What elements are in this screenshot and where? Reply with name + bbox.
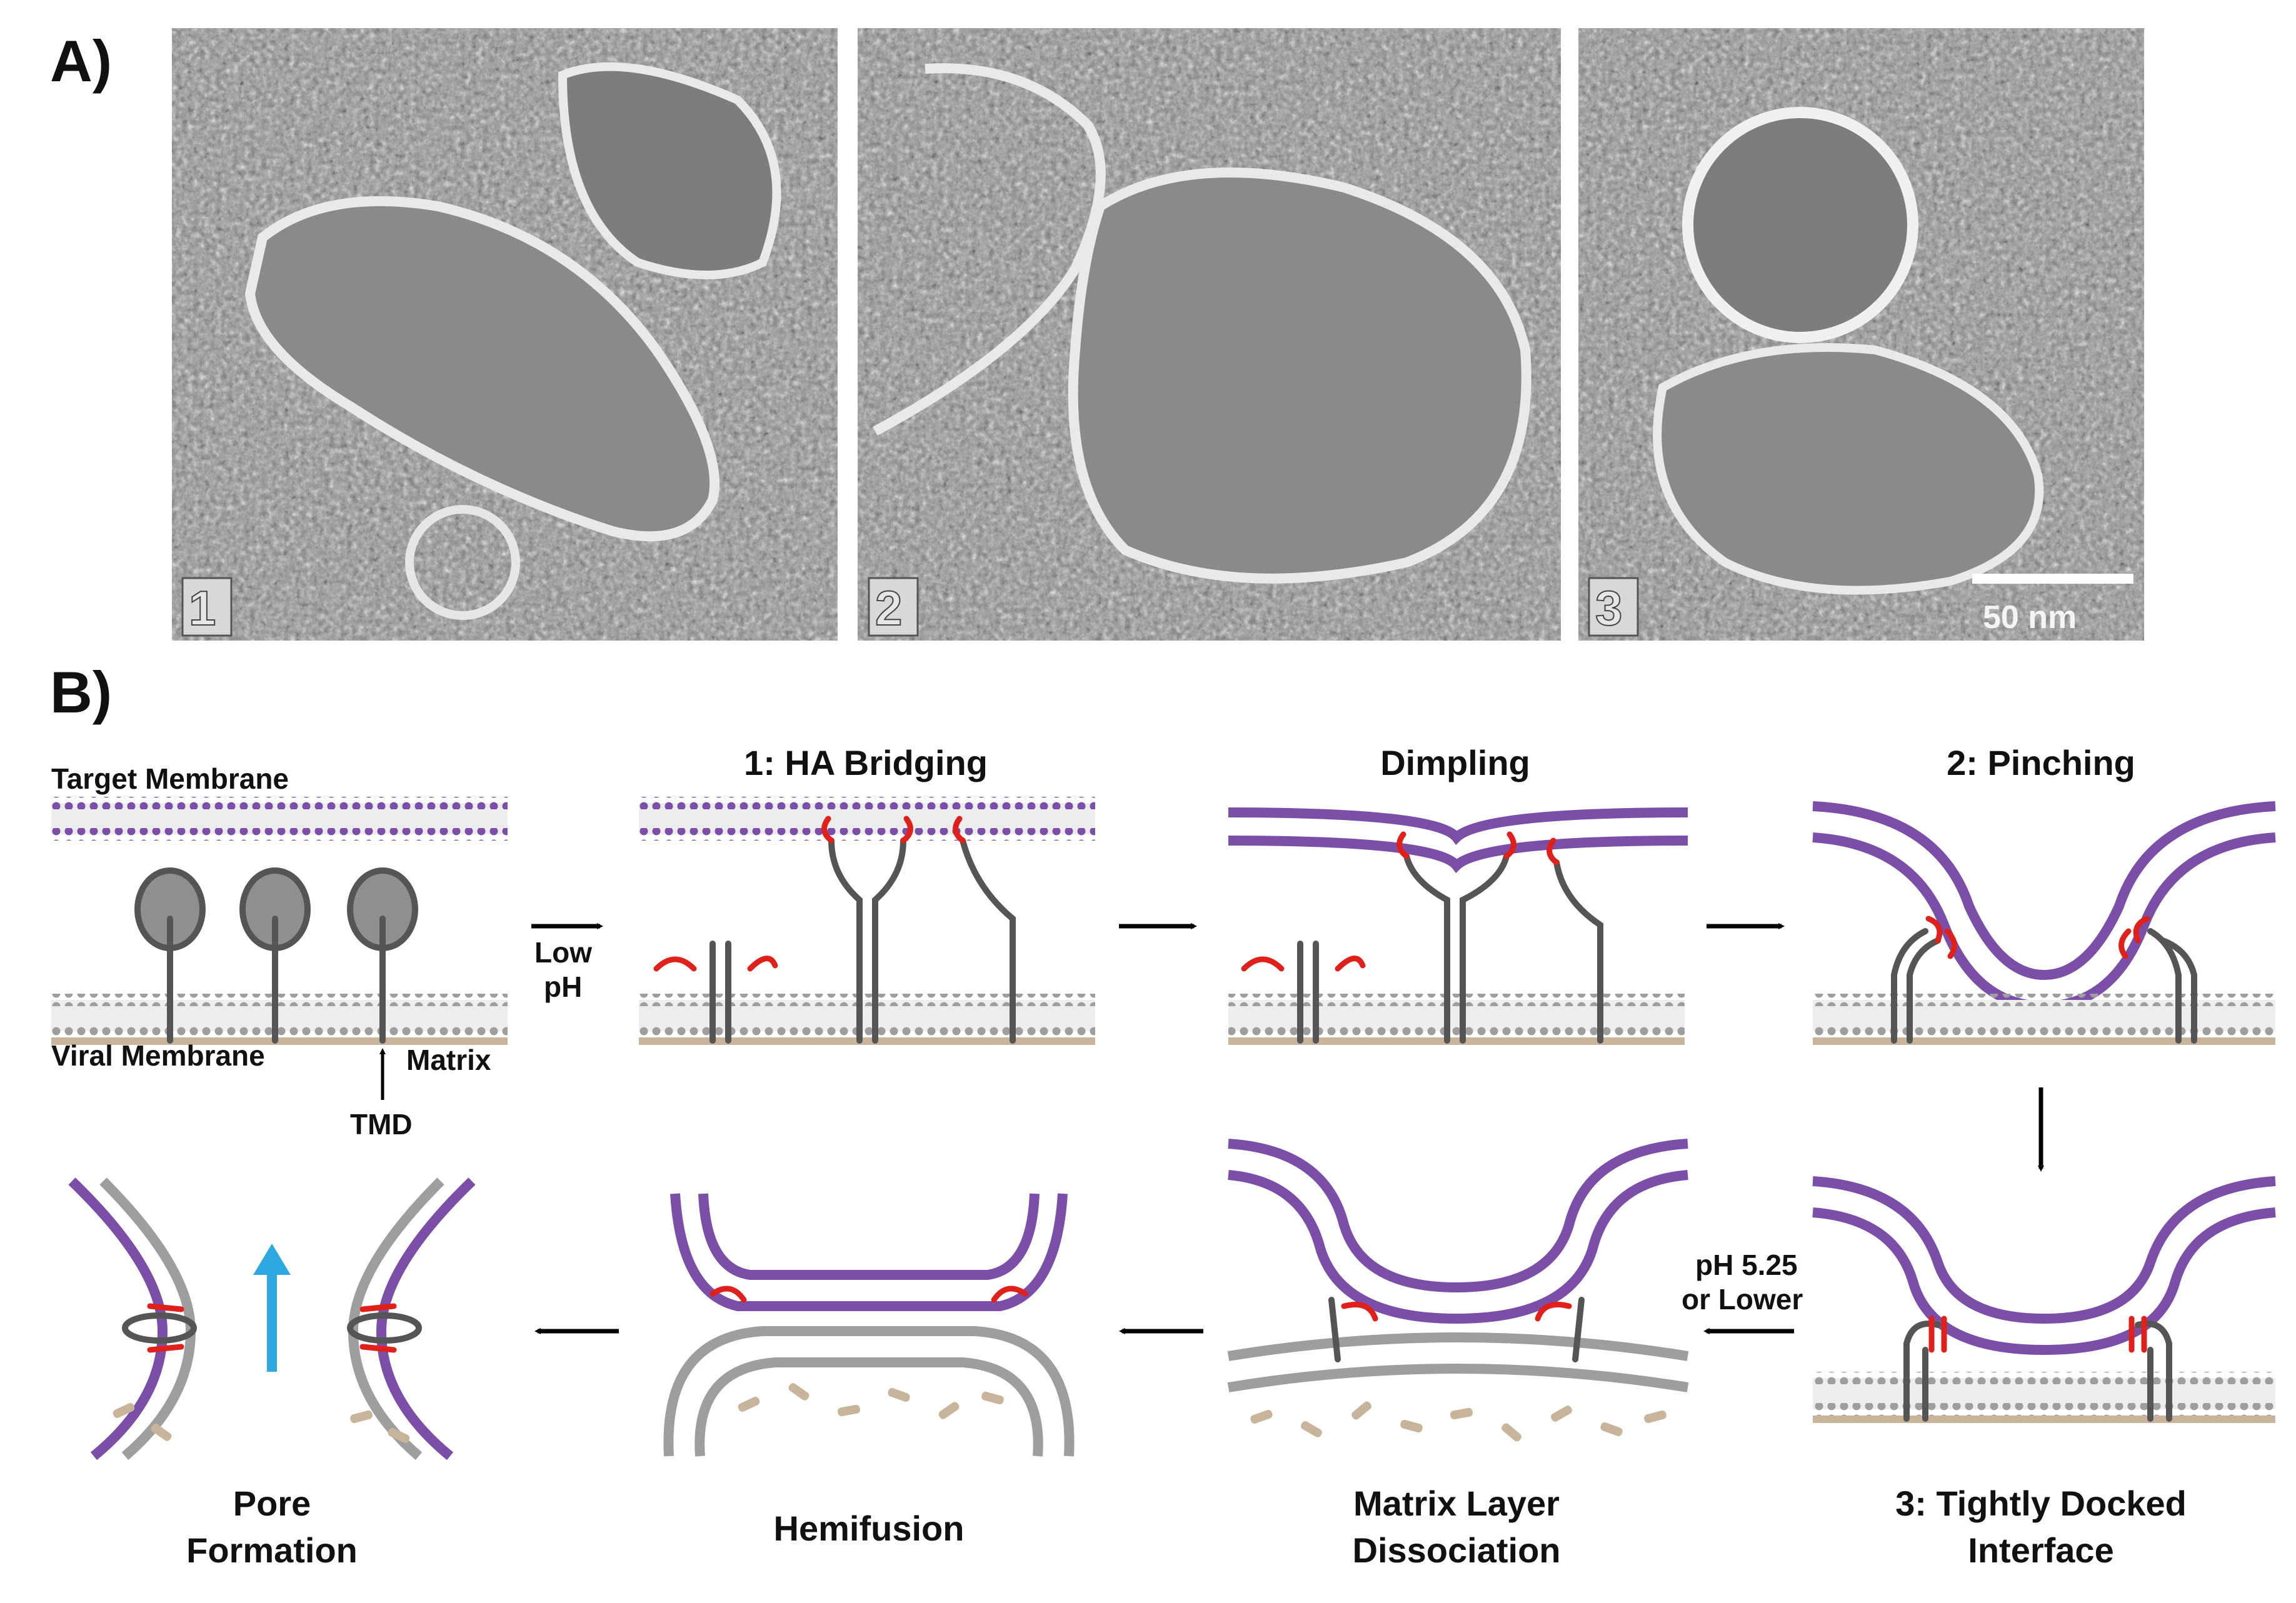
target-membrane	[1228, 807, 1688, 846]
scale-bar	[1972, 574, 2133, 584]
scale-bar-label: 50 nm	[1983, 599, 2077, 636]
stage-legend: Target Membrane Viral Membrane Matrix TM…	[51, 762, 508, 1141]
stage-matrix-dissociation: Matrix Layer Dissociation	[1227, 1139, 1689, 1570]
matrix-fragments	[1250, 1401, 1667, 1442]
viral-membrane	[1813, 1372, 2275, 1423]
low-ph-label-line1: Low	[534, 936, 592, 969]
target-membrane-left	[68, 1177, 168, 1461]
stage-hemifusion: Hemifusion	[663, 1193, 1075, 1548]
ph-label-line2: or Lower	[1682, 1283, 1803, 1316]
tmd-label: TMD	[350, 1108, 413, 1141]
fusion-peptide	[147, 1303, 397, 1353]
viral-membrane	[51, 994, 508, 1045]
micrograph-2: 2	[858, 28, 1561, 641]
viral-membrane	[1227, 1332, 1689, 1361]
pore-title-line1: Pore	[233, 1484, 311, 1523]
stage-pore-formation: Pore Formation	[68, 1177, 476, 1570]
fusion-peptide	[1925, 916, 2150, 959]
hemagglutinin	[1328, 1297, 1585, 1362]
hemagglutinin	[709, 837, 1016, 1044]
micrograph-3-number: 3	[1595, 581, 1622, 636]
micrograph-3: 3 50 nm	[1578, 28, 2144, 641]
matrix-label: Matrix	[406, 1044, 491, 1076]
pore-title-line2: Formation	[186, 1531, 358, 1570]
target-membrane	[51, 797, 508, 841]
fusion-peptide	[1341, 1302, 1572, 1322]
fusion-peptide	[653, 816, 966, 972]
micrograph-2-number: 2	[875, 581, 902, 636]
micrograph-1-number: 1	[189, 581, 216, 636]
target-membrane	[639, 797, 1095, 841]
micrograph-1: 1	[172, 28, 838, 641]
target-membrane-label: Target Membrane	[51, 762, 289, 795]
viral-membrane	[1813, 994, 2275, 1045]
ph-label-line1: pH 5.25	[1695, 1249, 1798, 1281]
matrix-title-line2: Dissociation	[1353, 1531, 1561, 1570]
viral-membrane-label: Viral Membrane	[51, 1039, 265, 1072]
viral-membrane	[1228, 994, 1685, 1045]
hemagglutinin	[122, 1312, 422, 1344]
matrix-layer	[51, 1037, 508, 1045]
matrix-fragments	[113, 1403, 410, 1443]
viral-membrane	[639, 994, 1095, 1045]
target-membrane	[1228, 1139, 1688, 1293]
panel-a-label: A)	[50, 28, 112, 94]
low-ph-label-line2: pH	[544, 971, 582, 1003]
fusion-peptide	[1241, 831, 1560, 972]
dimpling-title: Dimpling	[1380, 743, 1530, 782]
matrix-title-line1: Matrix Layer	[1353, 1484, 1560, 1523]
fusion-peptide	[1928, 1316, 2147, 1353]
stage-tightly-docked: 3: Tightly Docked Interface	[1812, 1176, 2276, 1570]
pinching-title: 2: Pinching	[1947, 743, 2135, 782]
target-membrane-right	[376, 1177, 476, 1461]
hemifusion-title: Hemifusion	[774, 1509, 965, 1548]
target-membrane	[1812, 1176, 2276, 1324]
docked-title-line1: 3: Tightly Docked	[1895, 1484, 2187, 1523]
stage-pinching: 2: Pinching	[1812, 743, 2276, 1045]
fusion-peptide	[709, 1286, 1028, 1303]
viral-membrane	[663, 1326, 1075, 1457]
stage-ha-bridging: 1: HA Bridging	[639, 743, 1095, 1045]
hemagglutinin-prefusion	[134, 867, 418, 1044]
matrix-fragments	[738, 1383, 1004, 1419]
docked-title-line2: Interface	[1968, 1531, 2113, 1570]
hemagglutinin	[1891, 928, 2197, 1044]
target-membrane	[1812, 801, 2276, 981]
panel-b-label: B)	[50, 659, 112, 725]
stage-dimpling: Dimpling	[1228, 743, 1688, 1045]
ha-bridging-title: 1: HA Bridging	[744, 743, 988, 782]
hemagglutinin	[1297, 853, 1603, 1044]
target-membrane	[670, 1193, 1068, 1311]
